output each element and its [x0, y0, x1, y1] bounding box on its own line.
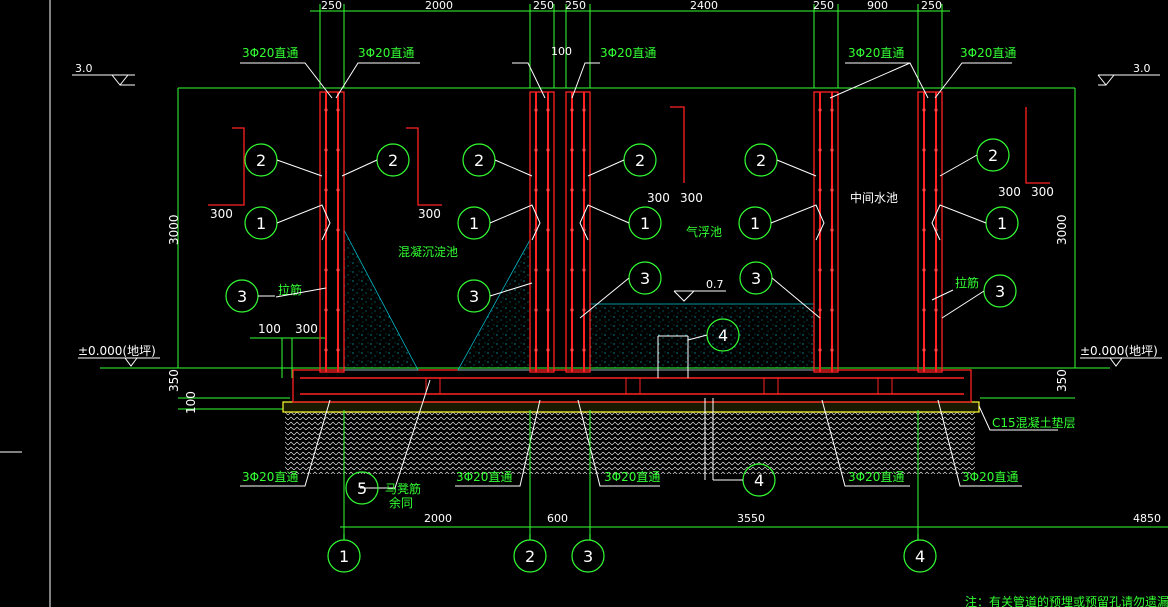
bottom-dim-3: 3550: [737, 512, 765, 525]
rebar-top-1: 3Φ20直通: [242, 46, 298, 60]
water-level: 0.7: [673, 278, 726, 302]
hook-dim-4: 300: [680, 191, 703, 205]
top-dim-2: 2000: [425, 0, 453, 12]
bottom-leaders: [240, 379, 1022, 489]
base-slab: [292, 369, 972, 403]
axis-4: 4: [915, 547, 925, 566]
height-right: 3000: [1055, 214, 1069, 245]
axis-3: 3: [583, 547, 593, 566]
bottom-dim-2: 600: [547, 512, 568, 525]
rebar-top-4: 3Φ20直通: [848, 46, 904, 60]
top-dim-5: 2400: [690, 0, 718, 12]
rebar-bot-2: 3Φ20直通: [456, 470, 512, 484]
rebar-top-2: 3Φ20直通: [358, 46, 414, 60]
tank-name-float: 气浮池: [686, 224, 722, 239]
axis-bubbles: [327, 534, 937, 573]
bubble-3d: 3: [751, 269, 761, 288]
bubble-3a: 3: [237, 287, 247, 306]
bubble-5: 5: [357, 479, 367, 498]
level-marker-right: 3.0: [1097, 62, 1160, 86]
top-dimension-line: 250 2000 250 250 2400 250 900 250 100: [310, 0, 950, 88]
tie-bar-right: 拉筋: [955, 275, 979, 290]
ground-right-label: ±0.000(地坪): [1080, 344, 1158, 358]
hook-dim-2: 300: [418, 207, 441, 221]
bubble-1c: 1: [640, 214, 650, 233]
ground-level-left: ±0.000(地坪): [78, 344, 160, 367]
top-dim-8: 250: [921, 0, 942, 12]
rebar-bot-3: 3Φ20直通: [604, 470, 660, 484]
bubble-4-mid: 4: [718, 326, 728, 345]
cushion-label: C15混凝土垫层: [992, 415, 1076, 430]
bubble-4-bot: 4: [754, 471, 764, 490]
rebar-bot-4: 3Φ20直通: [848, 470, 904, 484]
top-dim-100: 100: [551, 45, 572, 58]
height-350-left: 350: [167, 369, 181, 392]
bubble-3e: 3: [995, 282, 1005, 301]
slab-details: [425, 377, 893, 395]
level-marker-left: 3.0: [72, 62, 135, 86]
tank-name-mid: 中间水池: [850, 190, 898, 205]
bubble-3b: 3: [469, 287, 479, 306]
axis-2: 2: [525, 547, 535, 566]
cushion-layer: [282, 401, 980, 413]
pipe: [657, 335, 714, 480]
hook-dim-5: 300: [998, 185, 1021, 199]
bubble-leaders: [258, 154, 987, 481]
bubble-1d: 1: [750, 214, 760, 233]
bubble-1e: 1: [997, 214, 1007, 233]
rebar-bot-5: 3Φ20直通: [962, 470, 1018, 484]
rebar-top-3: 3Φ20直通: [600, 46, 656, 60]
hook-details: [208, 106, 1050, 206]
hook-dim-3: 300: [647, 191, 670, 205]
concrete-fill-float: [589, 303, 815, 371]
stirrup-note-1: 马凳筋: [385, 481, 421, 496]
bubble-3c: 3: [640, 269, 650, 288]
top-dim-6: 250: [813, 0, 834, 12]
bubble-1a: 1: [256, 214, 266, 233]
bottom-dimension-line: 2000 600 3550 4850: [340, 410, 1168, 534]
ground-left-label: ±0.000(地坪): [78, 344, 156, 358]
stirrup-note-2: 余同: [389, 495, 413, 510]
rebar-bot-1: 3Φ20直通: [242, 470, 298, 484]
dim-100-left: 100: [258, 322, 281, 336]
water-level-label: 0.7: [706, 278, 724, 291]
hook-dim-6: 300: [1031, 185, 1054, 199]
ground-level-right: ±0.000(地坪): [1080, 344, 1162, 367]
bubble-2c: 2: [474, 151, 484, 170]
top-dim-4: 250: [565, 0, 586, 12]
level-left-label: 3.0: [75, 62, 93, 75]
rebar-top-5: 3Φ20直通: [960, 46, 1016, 60]
top-dim-7: 900: [867, 0, 888, 12]
hook-dim-1: 300: [210, 207, 233, 221]
bubble-1b: 1: [469, 214, 479, 233]
bottom-dim-1: 2000: [424, 512, 452, 525]
top-dim-3: 250: [533, 0, 554, 12]
bubble-2a: 2: [256, 151, 266, 170]
axis-1: 1: [339, 547, 349, 566]
bubble-2b: 2: [388, 151, 398, 170]
bottom-dim-4: 4850: [1133, 512, 1161, 525]
height-left: 3000: [167, 214, 181, 245]
height-350-right: 350: [1055, 369, 1069, 392]
height-100-left: 100: [184, 391, 198, 414]
bubble-2f: 2: [988, 146, 998, 165]
soil-hatch: [285, 412, 975, 474]
wall-rebar-dots: [324, 108, 938, 352]
footer-note: 注：有关管道的预埋或预留孔请勿遗漏: [965, 594, 1168, 607]
dim-300-left: 300: [295, 322, 318, 336]
top-leaders: [240, 62, 1012, 99]
level-right-label: 3.0: [1133, 62, 1151, 75]
bubble-2e: 2: [756, 151, 766, 170]
bubble-2d: 2: [635, 151, 645, 170]
top-dim-1: 250: [321, 0, 342, 12]
tank-name-coag: 混凝沉淀池: [398, 244, 458, 259]
